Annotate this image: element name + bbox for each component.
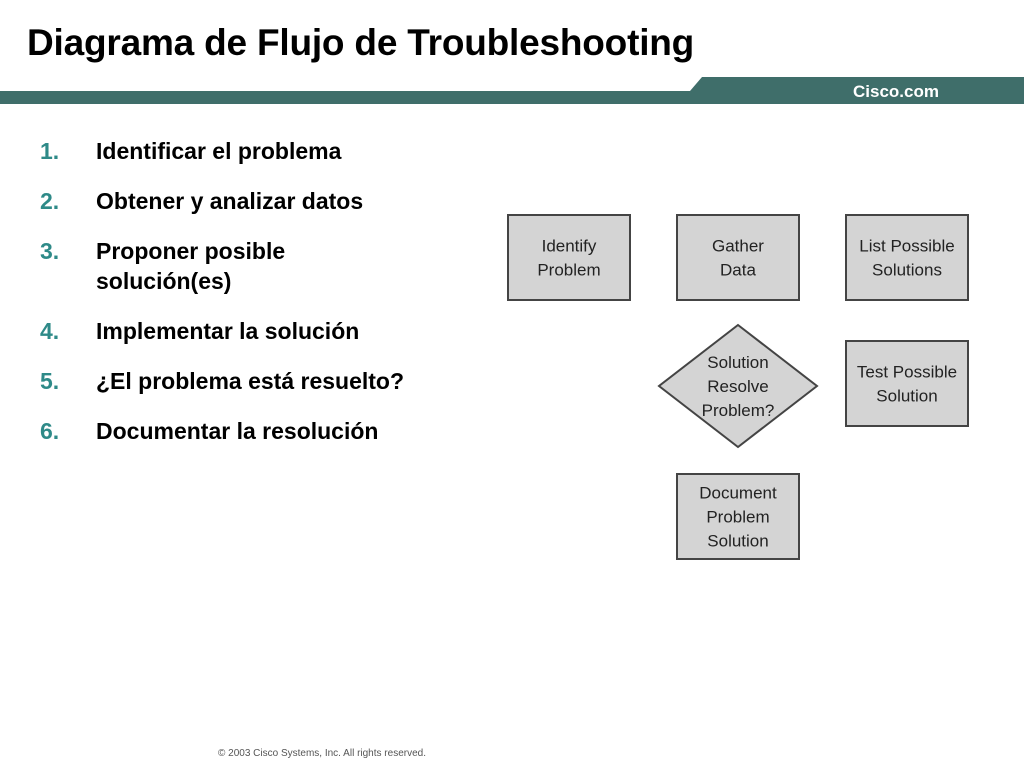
step-item: 2. Obtener y analizar datos bbox=[40, 186, 490, 216]
step-item: 3. Proponer posible solución(es) bbox=[40, 236, 490, 296]
copyright-footer: © 2003 Cisco Systems, Inc. All rights re… bbox=[217, 748, 426, 759]
step-text: Obtener y analizar datos bbox=[96, 188, 364, 214]
step-number: 5. bbox=[40, 368, 60, 394]
flow-node-label: Data bbox=[720, 261, 756, 280]
step-item: 1. Identificar el problema bbox=[40, 136, 490, 166]
flow-node-shape bbox=[845, 340, 969, 427]
flow-node-label: Document bbox=[699, 484, 777, 503]
step-number: 3. bbox=[40, 238, 60, 264]
cisco-brand: Cisco.com bbox=[853, 82, 939, 101]
step-text: Proponer posible solución(es) bbox=[96, 238, 286, 294]
flow-node-label: Problem bbox=[537, 261, 600, 280]
flow-node-label: Identify bbox=[542, 237, 597, 256]
flow-node-label: Solution bbox=[707, 353, 768, 372]
flow-node-label: Test Possible bbox=[857, 363, 957, 382]
step-number: 4. bbox=[40, 318, 60, 344]
slide-title: Diagrama de Flujo de Troubleshooting bbox=[27, 22, 695, 63]
flow-node-label: Problem bbox=[706, 508, 769, 527]
flow-node-label: Problem? bbox=[702, 401, 775, 420]
step-text: Identificar el problema bbox=[96, 138, 342, 164]
step-text: ¿El problema está resuelto? bbox=[96, 368, 405, 394]
flow-node-label: Solution bbox=[876, 387, 937, 406]
flow-node-label: Resolve bbox=[707, 377, 768, 396]
step-item: 5. ¿El problema está resuelto? bbox=[40, 366, 490, 396]
flow-node-label: Gather bbox=[712, 237, 764, 256]
flow-node-label: Solution bbox=[707, 532, 768, 551]
step-text: Documentar la resolución bbox=[96, 418, 379, 444]
flow-node-label: Solutions bbox=[872, 261, 942, 280]
header-band bbox=[0, 77, 1024, 104]
flow-node-shape bbox=[507, 214, 631, 301]
header-band-shape bbox=[0, 77, 1024, 104]
flow-node-shape bbox=[845, 214, 969, 301]
step-number: 2. bbox=[40, 188, 60, 214]
step-item: 4. Implementar la solución bbox=[40, 316, 490, 346]
flow-node-label: List Possible bbox=[859, 237, 954, 256]
step-text: Implementar la solución bbox=[96, 318, 360, 344]
step-number: 6. bbox=[40, 418, 60, 444]
flow-node-shape bbox=[676, 214, 800, 301]
flow-node-shape bbox=[676, 473, 800, 560]
step-number: 1. bbox=[40, 138, 60, 164]
steps-list: 1. Identificar el problema 2. Obtener y an… bbox=[40, 136, 490, 466]
flow-node-shape bbox=[657, 323, 819, 449]
step-item: 6. Documentar la resolución bbox=[40, 416, 490, 446]
